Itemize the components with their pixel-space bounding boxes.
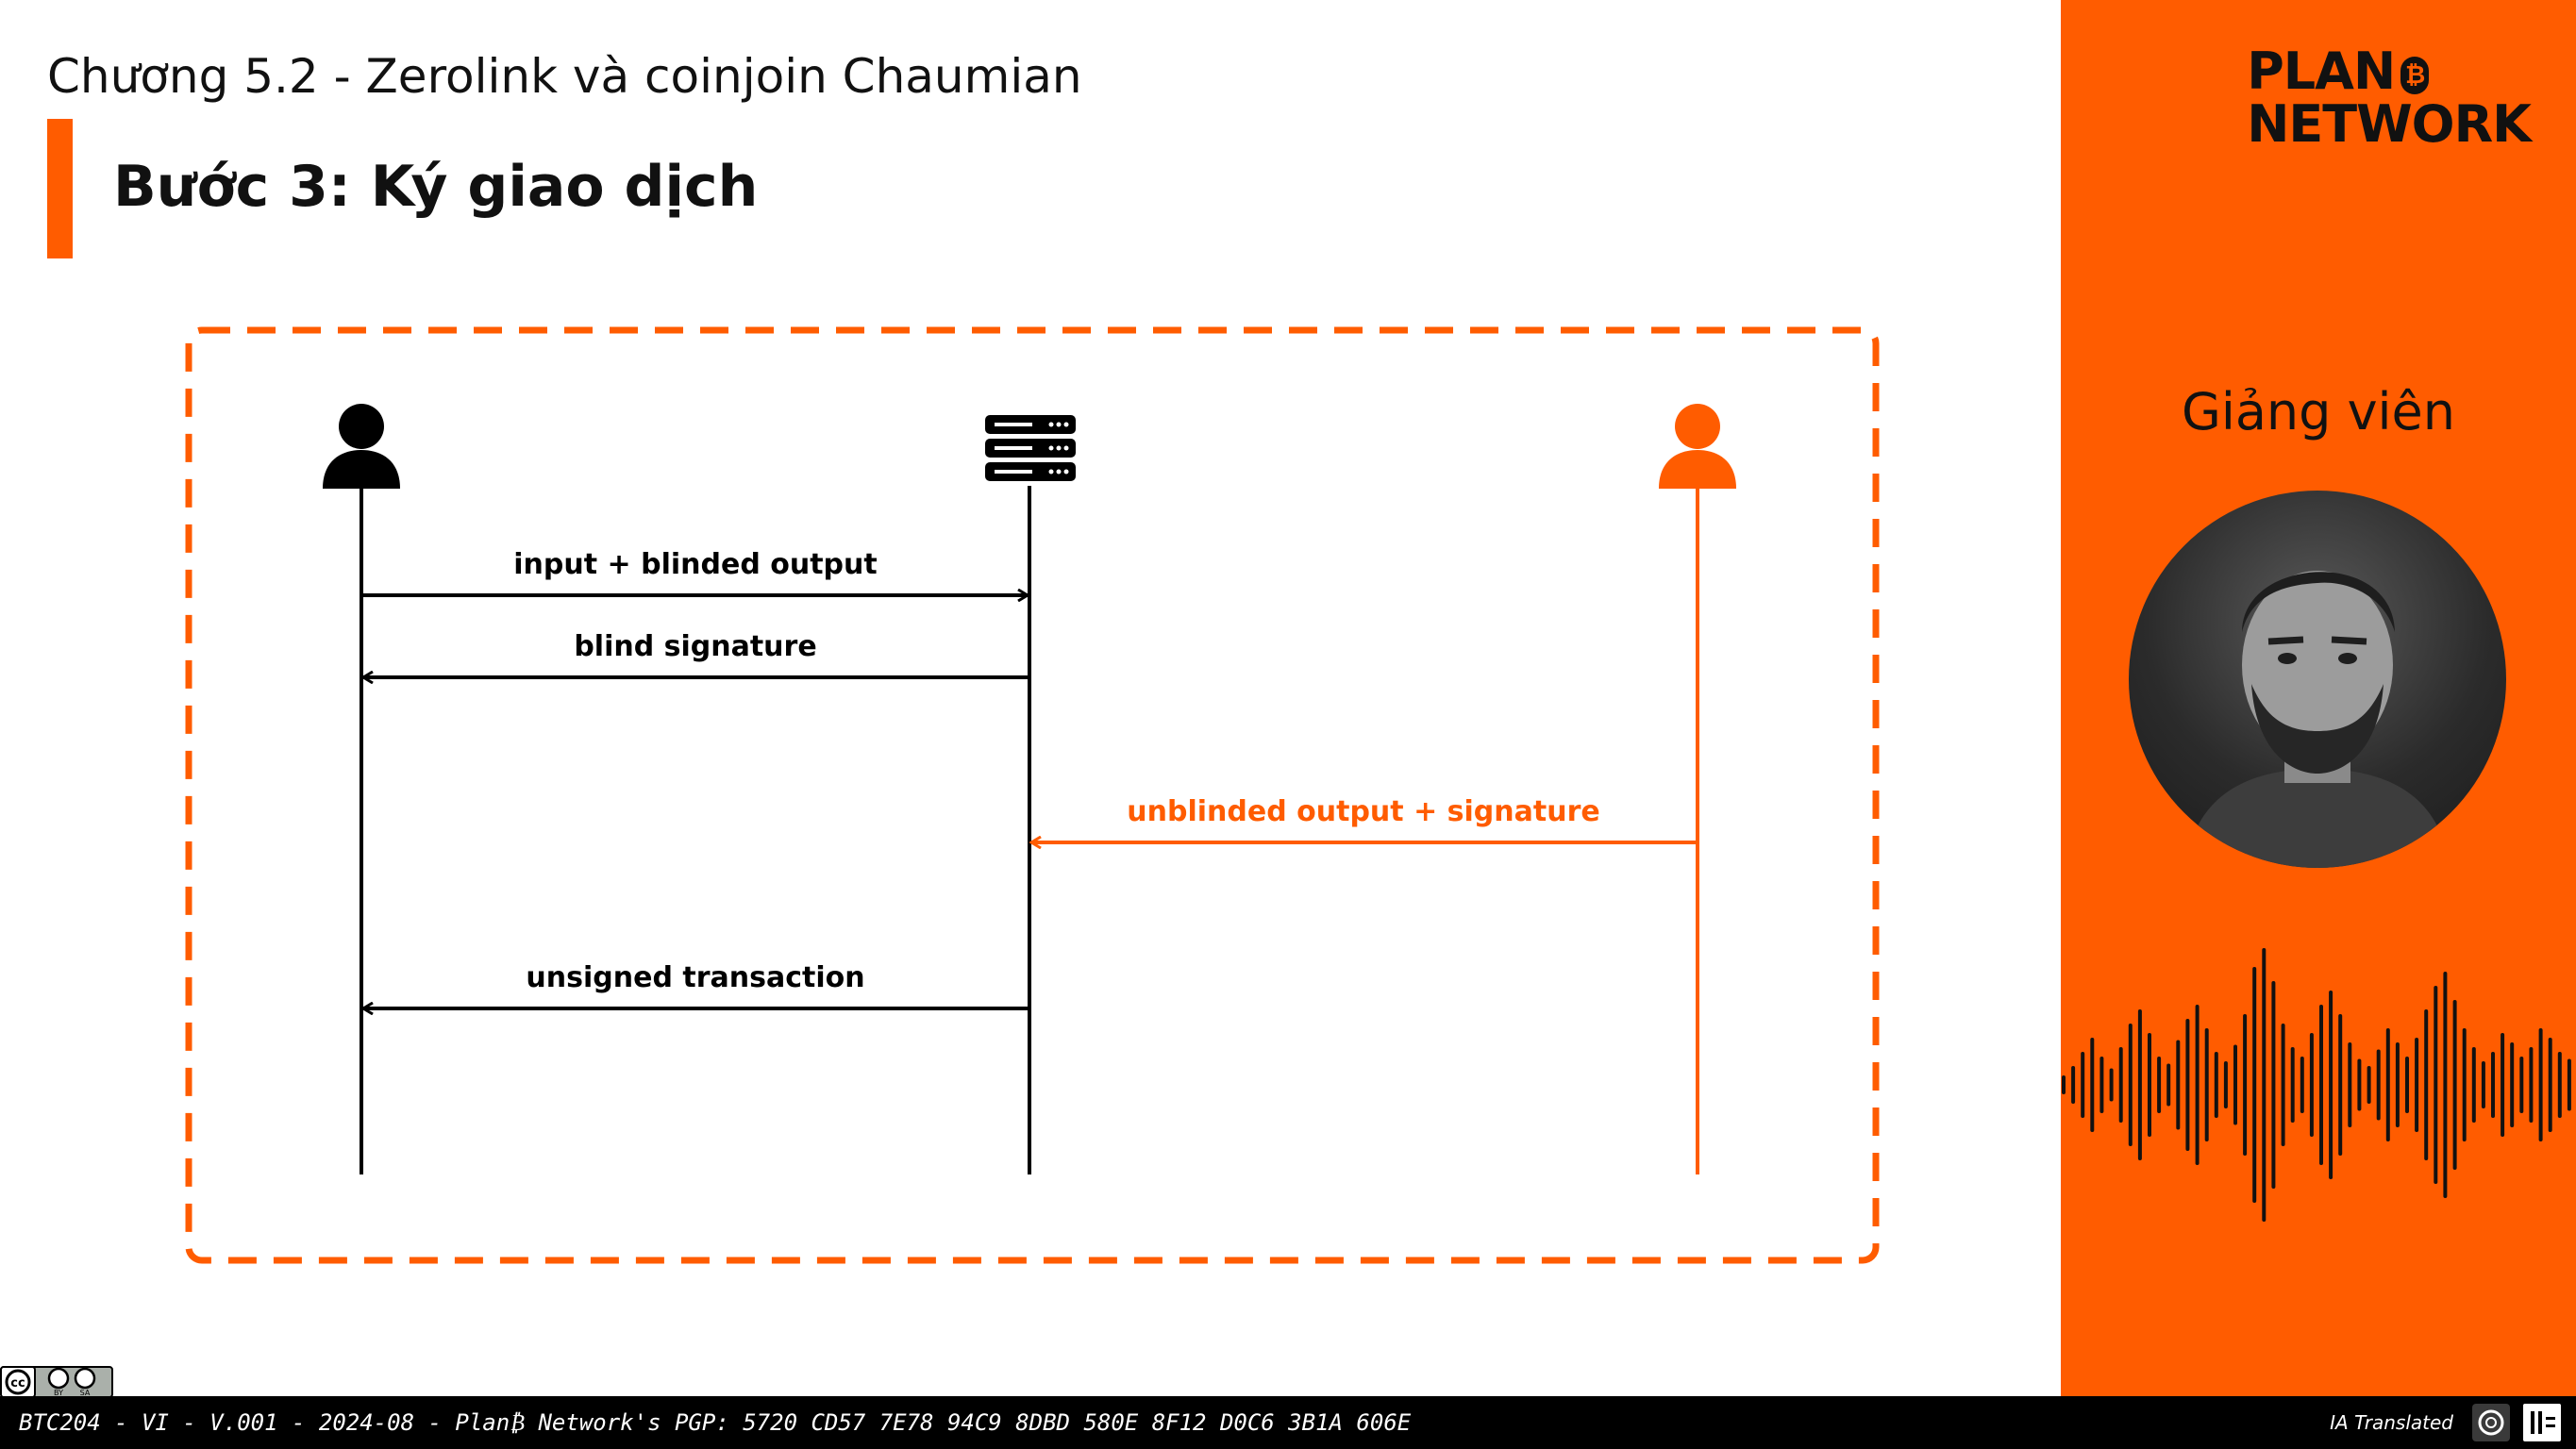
chapter-title: Chương 5.2 - Zerolink và coinjoin Chaumi… [47,49,1082,104]
waveform-bar [2176,1040,2181,1130]
diagram-canvas [185,326,1880,1264]
waveform-bar [2071,1066,2076,1104]
server-icon [985,415,1076,481]
user-icon [323,404,400,489]
waveform-bar [2081,1052,2085,1118]
avatar-portrait [2185,571,2450,868]
waveform-bar [2137,1009,2142,1160]
waveform-bar [2567,1058,2571,1111]
waveform-bar [2367,1066,2371,1104]
cc-by-sa-badge: cc BY SA [0,1366,113,1398]
waveform-bar [2329,991,2333,1179]
waveform-bar [2300,1057,2304,1113]
waveform-bar [2148,1033,2151,1137]
waveform-bar [2395,1042,2400,1127]
waveform-bar [2214,1052,2218,1118]
waveform-bar [2529,1047,2534,1123]
waveform-bar [2090,1038,2095,1132]
instructor-label: Giảng viên [2181,382,2455,441]
waveform-bar [2204,1028,2209,1141]
waveform-bar [2548,1038,2552,1132]
user-icon [1659,404,1736,489]
step-title: Bước 3: Ký giao dịch [113,154,759,220]
instructor-sidebar: PLAN₿ NETWORK Giảng viên [2061,0,2576,1396]
waveform-bar [2309,1033,2314,1137]
waveform-bar [2157,1057,2162,1113]
waveform-bar [2271,981,2276,1189]
footer-bar: BTC204 - VI - V.001 - 2024-08 - Plan₿ Ne… [0,1396,2576,1449]
waveform-bar [2319,1005,2323,1165]
waveform-bar [2195,1005,2200,1165]
eleven-labs-icon [2523,1404,2561,1441]
audio-waveform [2062,948,2571,1222]
waveform-bar [2385,1028,2390,1141]
waveform-bar [2118,1047,2123,1123]
waveform-bar [2252,967,2257,1203]
waveform-bar [2223,1061,2228,1108]
waveform-bar [2281,1024,2285,1146]
waveform-bar [2415,1038,2419,1132]
diagram-frame [185,326,1880,1264]
logo-line2: NETWORK [2247,94,2532,154]
waveform-bar [2510,1042,2515,1127]
ia-translated-label: IA Translated [2330,1411,2453,1434]
waveform-bar [2491,1052,2495,1118]
waveform-bar [2338,1014,2343,1156]
waveform-bar [2290,1047,2295,1123]
planb-network-logo: PLAN₿ NETWORK [2247,42,2532,154]
title-accent-bar [47,119,73,258]
slide-main: Chương 5.2 - Zerolink và coinjoin Chaumi… [47,49,1887,1278]
waveform-bar [2243,1014,2248,1156]
waveform-bar [2538,1028,2543,1141]
waveform-bar [2099,1057,2104,1113]
waveform-bar [2062,1075,2066,1094]
waveform-bar [2424,1009,2429,1160]
sequence-diagram: input + blinded output blind signature u… [179,321,1887,1278]
waveform-bar [2166,1063,2171,1107]
svg-text:cc: cc [10,1376,25,1391]
waveform-bar [2128,1024,2133,1146]
waveform-bar [2452,1000,2457,1170]
waveform-bar [2481,1061,2485,1108]
waveform-bar [2471,1047,2476,1123]
waveform-bar [2262,948,2267,1222]
waveform-bar [2434,986,2438,1184]
logo-line1: PLAN [2247,42,2396,101]
waveform-bar [2357,1058,2362,1111]
message-label: unblinded output + signature [1127,795,1600,828]
svg-text:BY: BY [54,1389,63,1397]
waveform-bar [2233,1044,2237,1125]
message-label: unsigned transaction [526,961,865,994]
openai-icon [2472,1404,2510,1441]
bitcoin-b-icon: ₿ [2400,57,2430,94]
waveform-bar [2376,1049,2381,1121]
waveform-bar [2185,1019,2190,1151]
message-label: blind signature [574,630,817,663]
instructor-avatar [2129,491,2506,868]
waveform-bar [2519,1057,2524,1113]
waveform-bar [2348,1042,2352,1127]
svg-text:SA: SA [80,1389,91,1397]
footer-course-info: BTC204 - VI - V.001 - 2024-08 - Plan₿ Ne… [19,1409,1412,1436]
waveform-bar [2501,1033,2505,1137]
waveform-bar [2109,1068,2114,1102]
waveform-bar [2443,972,2448,1198]
waveform-bar [2405,1057,2409,1113]
waveform-bar [2462,1028,2467,1141]
message-label: input + blinded output [513,548,878,581]
waveform-bar [2557,1052,2562,1118]
